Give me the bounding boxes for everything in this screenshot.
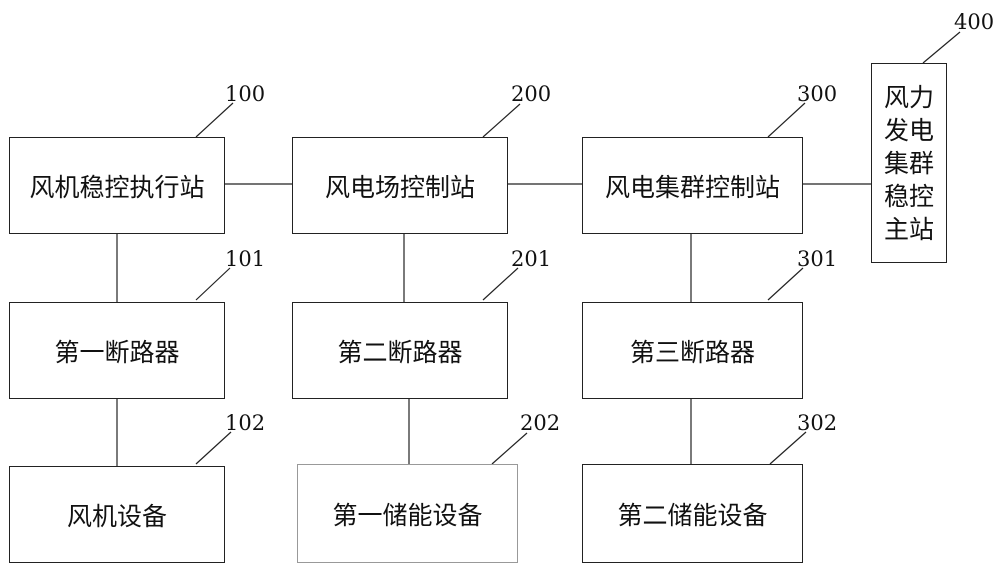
box-400-line-2: 发电 bbox=[883, 115, 934, 145]
ref-300: 300 bbox=[797, 82, 838, 106]
ref-100: 100 bbox=[225, 82, 266, 106]
box-302: 第二储能设备 bbox=[582, 464, 803, 563]
leader-101 bbox=[195, 267, 231, 301]
box-400-line-5: 主站 bbox=[883, 214, 934, 244]
leader-300 bbox=[767, 102, 806, 138]
leader-200 bbox=[482, 103, 521, 138]
ref-202: 202 bbox=[520, 411, 561, 435]
leader-301 bbox=[767, 267, 804, 301]
leader-102 bbox=[195, 431, 232, 465]
box-400-line-3: 集群 bbox=[883, 148, 934, 178]
box-102: 风机设备 bbox=[9, 466, 225, 563]
box-100: 风机稳控执行站 bbox=[9, 137, 225, 234]
leader-100 bbox=[195, 102, 234, 138]
leader-302 bbox=[769, 431, 807, 465]
box-301: 第三断路器 bbox=[582, 302, 803, 399]
ref-101: 101 bbox=[225, 247, 266, 271]
leader-400 bbox=[922, 31, 961, 64]
ref-400: 400 bbox=[954, 10, 995, 34]
leader-202 bbox=[491, 432, 528, 465]
box-202: 第一储能设备 bbox=[297, 464, 518, 563]
ref-301: 301 bbox=[797, 247, 838, 271]
ref-302: 302 bbox=[797, 411, 838, 435]
box-300: 风电集群控制站 bbox=[582, 137, 803, 234]
ref-200: 200 bbox=[511, 82, 552, 106]
box-400-line-4: 稳控 bbox=[883, 181, 934, 211]
box-201: 第二断路器 bbox=[292, 302, 508, 399]
box-400: 风力 发电 集群 稳控 主站 bbox=[871, 63, 947, 263]
ref-201: 201 bbox=[511, 247, 552, 271]
ref-102: 102 bbox=[225, 411, 266, 435]
leader-201 bbox=[482, 267, 519, 301]
box-200: 风电场控制站 bbox=[292, 137, 508, 234]
box-400-line-1: 风力 bbox=[883, 82, 934, 112]
box-101: 第一断路器 bbox=[9, 302, 225, 399]
